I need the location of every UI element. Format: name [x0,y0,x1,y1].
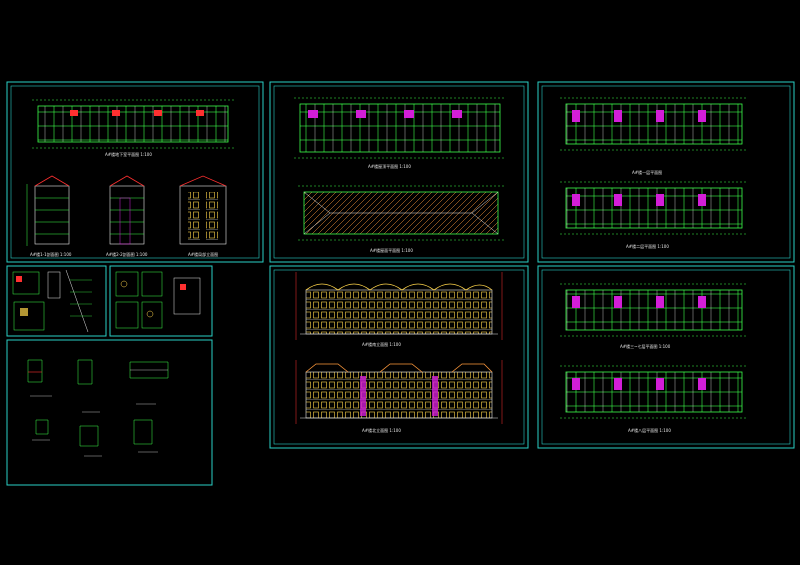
sheet-a: A#楼地下室平面图 1:100 A#楼1-1剖面图 1:100 A#楼2-2剖面… [6,81,264,263]
first-floor-plan: A#楼一层平面图 [560,97,748,175]
caption-c1: A#楼一层平面图 [632,169,662,175]
sheet-e: A#楼三~七层平面图 1:100 A#楼八层平面图 1:100 [537,265,795,449]
detail-sheet-1 [6,265,107,337]
caption-a2: A#楼1-1剖面图 1:100 [30,251,72,257]
caption-a3: A#楼2-2剖面图 1:100 [106,251,148,257]
basement-plan: A#楼地下室平面图 1:100 [32,99,234,157]
caption-a4: A#楼局部立面图 [188,251,218,257]
detail-sheet-3 [6,339,213,486]
partial-elevation: A#楼局部立面图 [179,175,227,257]
section-1-1: A#楼1-1剖面图 1:100 [26,175,72,257]
caption-e1: A#楼三~七层平面图 1:100 [620,343,671,349]
eighth-floor-plan: A#楼八层平面图 1:100 [560,365,748,433]
caption-c2: A#楼二层平面图 1:100 [626,243,669,249]
third-to-seventh-floor-plan: A#楼三~七层平面图 1:100 [560,283,748,349]
caption-b2: A#楼屋面平面图 1:100 [370,247,413,253]
caption-a1: A#楼地下室平面图 1:100 [105,151,152,157]
second-floor-plan: A#楼二层平面图 1:100 [560,181,748,249]
section-2-2: A#楼2-2剖面图 1:100 [106,175,148,257]
roof-plan: A#楼屋顶平面图 1:100 [294,97,506,169]
caption-d2: A#楼北立面图 1:100 [362,427,401,433]
sheet-c: A#楼一层平面图 A#楼二层平面图 1:100 [537,81,795,263]
caption-d1: A#楼南立面图 1:100 [362,341,401,347]
south-elevation: A#楼南立面图 1:100 [295,272,503,347]
north-elevation: A#楼北立面图 1:100 [295,360,503,433]
sheet-d: A#楼南立面图 1:100 A#楼北立面图 1:100 [269,265,529,449]
roof-surface-plan: A#楼屋面平面图 1:100 [298,185,504,253]
caption-b1: A#楼屋顶平面图 1:100 [368,163,411,169]
caption-e2: A#楼八层平面图 1:100 [628,427,671,433]
detail-sheet-2 [109,265,213,337]
sheet-b: A#楼屋顶平面图 1:100 A#楼屋面平面图 1:100 [269,81,529,263]
